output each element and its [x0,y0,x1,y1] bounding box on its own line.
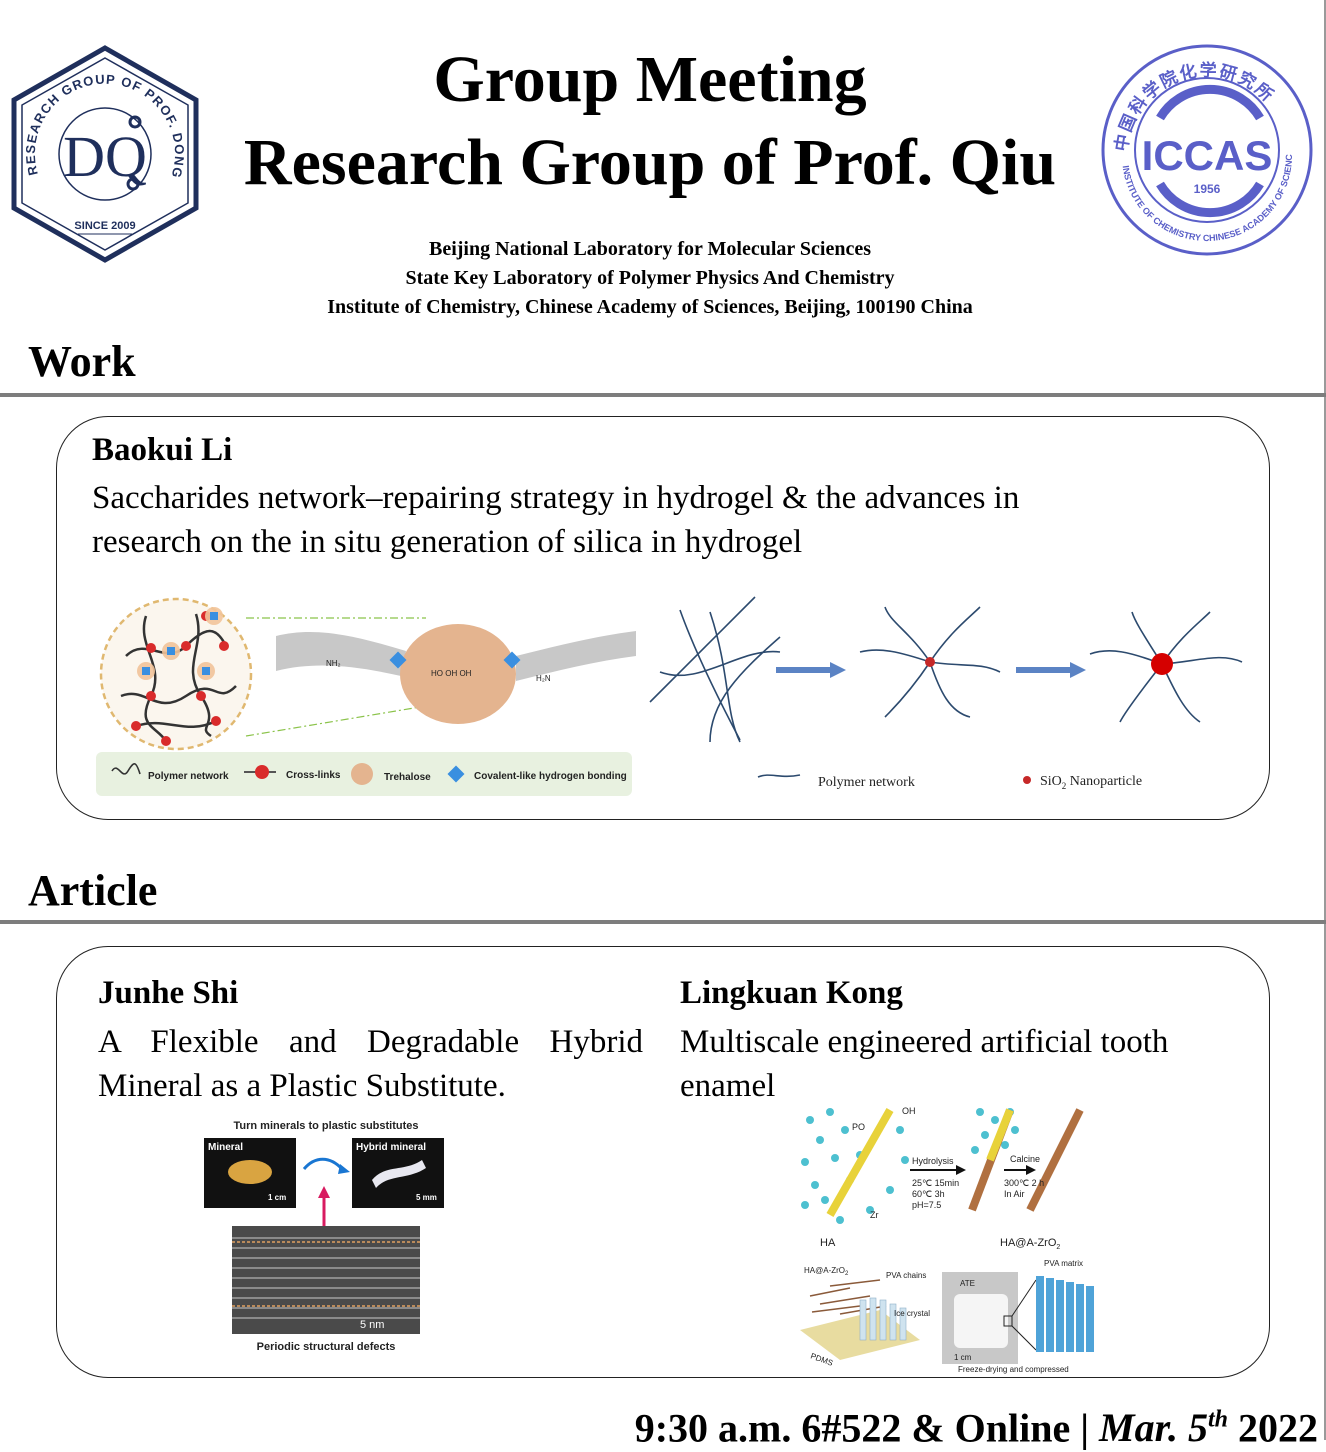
legend-trehalose: Trehalose [384,772,431,783]
figure-caption: Periodic structural defects [257,1341,396,1353]
page-subtitle: Research Group of Prof. Qiu [243,126,1057,199]
label-pva-chains: PVA chains [886,1271,926,1280]
meeting-date: Mar. 5th [1099,1405,1228,1451]
legend-sio2-nanoparticle: SiO2 Nanoparticle [1040,774,1142,791]
article-right-presenter: Lingkuan Kong [680,975,903,1011]
label-condition: 25℃ 15min [912,1178,959,1188]
article-left-topic-line: Mineral as a Plastic Substitute. [98,1068,506,1104]
svg-text:NH₂: NH₂ [326,659,341,668]
page-title: Group Meeting [433,43,867,116]
scale-1cm: 1 cm [268,1193,286,1202]
label-mineral: Mineral [208,1142,243,1153]
label-calcine: Calcine [1010,1154,1040,1164]
label-freeze-drying: Freeze-drying and compressed [958,1365,1069,1374]
legend-cross-links: Cross-links [286,770,341,781]
hydrogel-network-figure: NH₂ H₂N HO OH OH Polymer network Cross-l… [96,597,636,796]
work-section-title: Work [28,337,136,386]
label-oh: OH [902,1106,916,1116]
label-condition: 60℃ 3h [912,1189,945,1199]
label-hydrolysis: Hydrolysis [912,1156,954,1166]
label-1cm: 1 cm [954,1353,972,1362]
work-presenter-name: Baokui Li [92,432,233,468]
artificial-enamel-figure: PO OH Zr Hydrolysis 25℃ 15min 60℃ 3h pH=… [800,1106,1094,1374]
iccas-logo: 中国科学院化学研究所 INSTITUTE OF CHEMISTRY CHINES… [1100,38,1313,256]
label-condition: pH=7.5 [912,1200,941,1210]
affiliation-line: State Key Laboratory of Polymer Physics … [405,267,895,289]
scale-5nm: 5 nm [360,1319,384,1331]
section-divider [0,920,1326,924]
page-right-border [1324,0,1326,1440]
label-ice-crystal: Ice crystal [894,1309,930,1318]
svg-text:HO OH OH: HO OH OH [431,669,472,678]
article-right-topic-line: enamel [680,1068,776,1104]
article-section-title: Article [28,866,158,915]
svg-text:H₂N: H₂N [536,674,551,683]
affiliation-line: Institute of Chemistry, Chinese Academy … [327,296,973,318]
label-ate: ATE [960,1279,975,1288]
work-topic-line: Saccharides network–repairing strategy i… [92,480,1020,516]
figure-title: Turn minerals to plastic substitutes [234,1120,419,1132]
legend-polymer-network: Polymer network [148,771,229,782]
label-condition: 300℃ 2 h [1004,1178,1044,1188]
iccas-abbr: ICCAS [1142,132,1273,179]
silica-generation-figure: Polymer network SiO2 Nanoparticle [649,596,1243,791]
label-ha-zro2: HA@A-ZrO2 [1000,1237,1060,1251]
work-topic-line: research on the in situ generation of si… [92,524,803,560]
logo-since-text: SINCE 2009 [74,220,135,232]
iccas-year: 1956 [1194,182,1221,196]
section-divider [0,393,1326,397]
label-hybrid-mineral: Hybrid mineral [356,1142,426,1153]
article-right-topic-line: Multiscale engineered artificial tooth [680,1024,1169,1060]
legend-hydrogen-bonding: Covalent-like hydrogen bonding [474,771,627,782]
label-ha-zro2-small: HA@A-ZrO2 [804,1266,849,1277]
label-ha: HA [820,1237,836,1249]
hybrid-mineral-figure: Turn minerals to plastic substitutes Min… [204,1120,444,1353]
article-left-presenter: Junhe Shi [98,975,239,1011]
meeting-time-place: 9:30 a.m. 6#522 & Online | Mar. 5th 2022 [634,1405,1318,1451]
article-left-topic-line: A Flexible and Degradable Hybrid [98,1024,643,1060]
label-po4: PO [852,1122,865,1132]
legend-polymer-network-right: Polymer network [818,775,915,790]
label-pva-matrix: PVA matrix [1044,1259,1083,1268]
label-zr: Zr [870,1210,879,1220]
affiliation-line: Beijing National Laboratory for Molecula… [429,238,871,260]
scale-5mm: 5 mm [416,1193,437,1202]
research-group-logo: RESEARCH GROUP OF PROF. DONG QIU DQ SINC… [8,44,199,263]
label-pdms: PDMS [809,1351,834,1367]
label-condition: In Air [1004,1189,1025,1199]
